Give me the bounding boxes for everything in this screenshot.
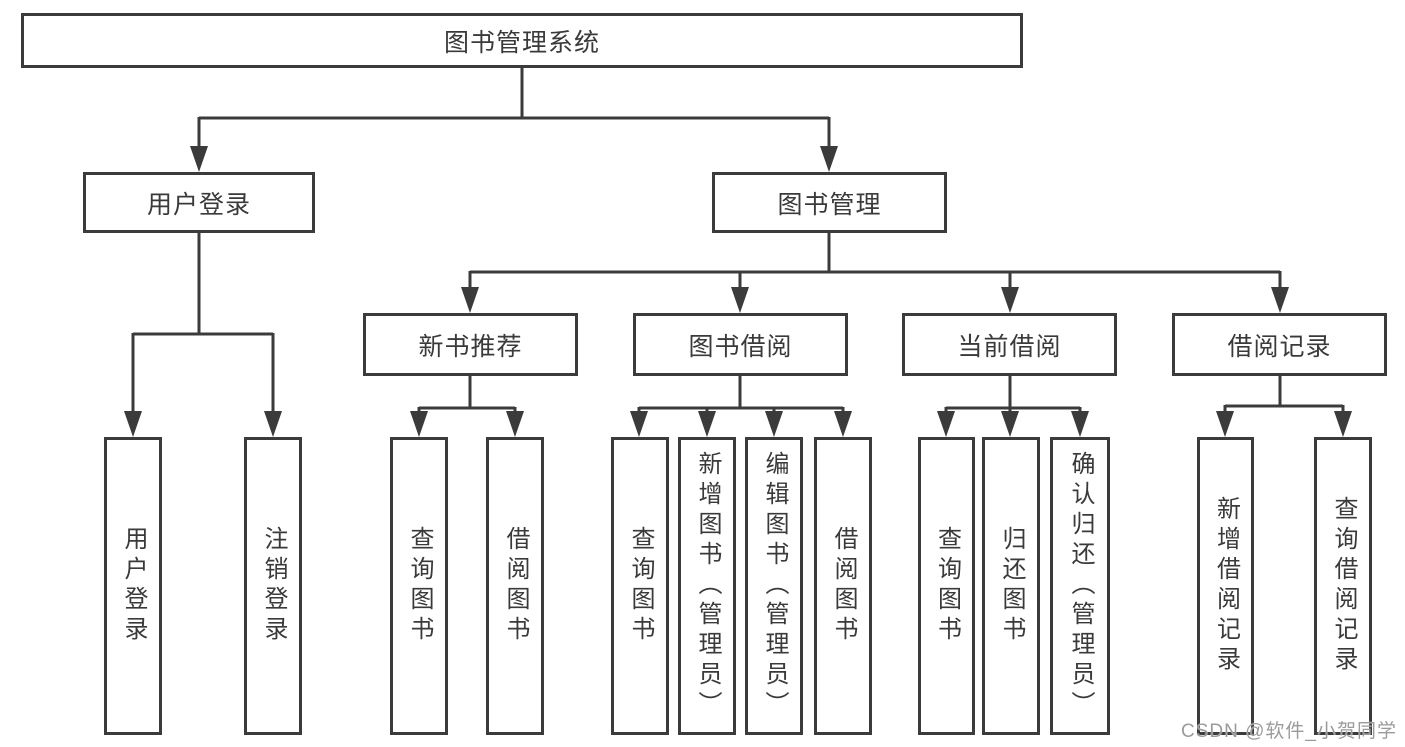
leaf-borrow-edit-admin: 编辑图书（管理员） (745, 437, 803, 735)
node-book-management-label: 图书管理 (777, 190, 882, 219)
node-current-borrow: 当前借阅 (902, 313, 1117, 376)
node-current-borrow-label: 当前借阅 (957, 332, 1062, 361)
node-book-borrow-label: 图书借阅 (688, 332, 793, 361)
node-borrow-records: 借阅记录 (1172, 313, 1387, 376)
node-user-login: 用户登录 (83, 172, 315, 233)
leaf-record-add: 新增借阅记录 (1197, 437, 1254, 735)
node-root: 图书管理系统 (21, 13, 1023, 68)
leaf-current-query-label: 查询图书 (933, 526, 961, 646)
arrowheads (124, 146, 1352, 437)
leaf-borrow-add-admin-label: 新增图书（管理员） (694, 451, 721, 721)
leaf-borrow-edit-admin-label: 编辑图书（管理员） (761, 451, 788, 721)
leaf-record-query-label: 查询借阅记录 (1330, 496, 1357, 676)
leaf-current-confirm-admin: 确认归还（管理员） (1050, 437, 1110, 735)
leaf-borrow-query-label: 查询图书 (627, 526, 654, 646)
leaf-borrow-add-admin: 新增图书（管理员） (678, 437, 736, 735)
leaf-current-query: 查询图书 (918, 437, 975, 735)
leaf-newbook-query-label: 查询图书 (406, 526, 433, 646)
leaf-newbook-borrow-label: 借阅图书 (502, 526, 529, 646)
leaf-current-return-label: 归还图书 (998, 526, 1025, 646)
leaf-logout-label: 注销登录 (260, 526, 287, 646)
leaf-user-login: 用户登录 (104, 437, 162, 735)
leaf-current-return: 归还图书 (982, 437, 1040, 735)
leaf-borrow-do-label: 借阅图书 (830, 526, 857, 646)
leaf-newbook-borrow: 借阅图书 (486, 437, 544, 735)
leaf-borrow-query: 查询图书 (611, 437, 669, 735)
leaf-record-query: 查询借阅记录 (1314, 437, 1372, 735)
leaf-newbook-query: 查询图书 (390, 437, 448, 735)
csdn-watermark: CSDN @软件_小贺同学 (1181, 721, 1397, 742)
node-borrow-records-label: 借阅记录 (1227, 332, 1332, 361)
node-root-label: 图书管理系统 (443, 28, 600, 57)
node-user-login-label: 用户登录 (146, 190, 251, 219)
node-new-book-recommend: 新书推荐 (363, 313, 578, 376)
node-book-borrow: 图书借阅 (633, 313, 848, 376)
node-new-book-recommend-label: 新书推荐 (418, 332, 523, 361)
leaf-user-login-label: 用户登录 (120, 526, 147, 646)
node-book-management: 图书管理 (712, 172, 947, 233)
leaf-current-confirm-admin-label: 确认归还（管理员） (1067, 451, 1094, 721)
leaf-logout: 注销登录 (244, 437, 302, 735)
leaf-borrow-do: 借阅图书 (814, 437, 872, 735)
leaf-record-add-label: 新增借阅记录 (1212, 496, 1240, 676)
